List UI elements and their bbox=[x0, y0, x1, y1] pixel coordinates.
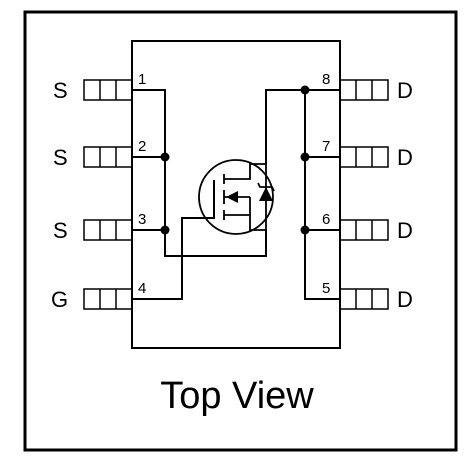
pin-name-1: S bbox=[53, 78, 68, 103]
pin-number-3: 3 bbox=[138, 211, 146, 228]
outer-frame bbox=[23, 10, 458, 452]
junction-dot bbox=[300, 85, 310, 95]
pin-number-5: 5 bbox=[322, 280, 330, 297]
zener-diode-icon bbox=[257, 182, 275, 201]
pin-number-2: 2 bbox=[138, 138, 146, 155]
pin-name-4: G bbox=[51, 287, 68, 312]
lead-pin-3 bbox=[83, 219, 133, 241]
pin-name-6: D bbox=[397, 218, 413, 243]
lead-pin-4 bbox=[83, 288, 133, 310]
pin-name-3: S bbox=[53, 218, 68, 243]
source-net bbox=[132, 89, 267, 257]
pin-number-1: 1 bbox=[138, 71, 146, 88]
pin-name-5: D bbox=[397, 287, 413, 312]
lead-pin-2 bbox=[83, 146, 133, 168]
pin-number-7: 7 bbox=[322, 138, 330, 155]
pin-number-8: 8 bbox=[322, 71, 330, 88]
body-arrow bbox=[226, 191, 238, 203]
pin-name-2: S bbox=[53, 145, 68, 170]
junction-dot bbox=[160, 225, 170, 235]
lead-pin-8 bbox=[339, 79, 389, 101]
left-leads bbox=[83, 79, 133, 310]
lead-pin-1 bbox=[83, 79, 133, 101]
package-body bbox=[131, 40, 341, 349]
junction-dot bbox=[300, 152, 310, 162]
junction-dot bbox=[160, 152, 170, 162]
lead-pin-5 bbox=[339, 288, 389, 310]
view-caption: Top View bbox=[160, 375, 314, 417]
drain-net bbox=[265, 89, 340, 300]
pin-number-6: 6 bbox=[322, 211, 330, 228]
pin-name-7: D bbox=[397, 145, 413, 170]
lead-pin-6 bbox=[339, 219, 389, 241]
junction-dot bbox=[300, 225, 310, 235]
pin-name-8: D bbox=[397, 78, 413, 103]
lead-pin-7 bbox=[339, 146, 389, 168]
right-leads bbox=[339, 79, 389, 310]
pin-number-4: 4 bbox=[138, 280, 146, 297]
